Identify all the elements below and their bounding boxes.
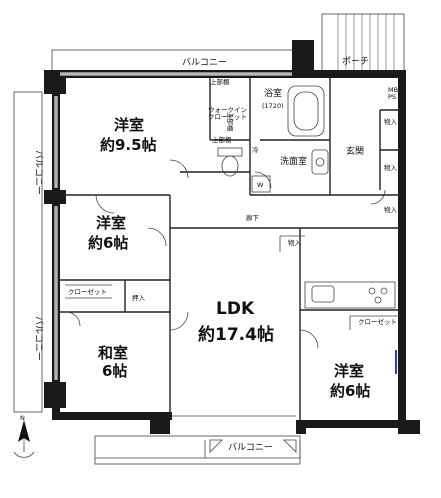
- fridge-mark: 冷: [252, 145, 259, 154]
- room-ldk-size: 約17.4帖: [198, 324, 274, 345]
- upper-shelf-label-2: 上部棚: [212, 135, 232, 144]
- walk-in-closet-label: ウォークインクローゼット: [208, 106, 247, 121]
- bath-size-label: (1720): [262, 102, 284, 110]
- washer-spot: [251, 175, 271, 193]
- windows: [54, 72, 296, 417]
- storage-label-2: 物入: [384, 163, 398, 172]
- room-western-main-name: 洋室: [114, 116, 144, 134]
- closet-left-label: クローゼット: [68, 287, 107, 296]
- door-arcs: [65, 159, 386, 349]
- porch-label: ポーチ: [342, 56, 369, 67]
- bath-label: 浴室: [264, 87, 282, 99]
- room-ldk-name: LDK: [216, 299, 255, 319]
- washroom-label: 洗面室: [280, 155, 307, 167]
- laundry-mark: W: [257, 181, 264, 189]
- room-japanese-size: 6帖: [102, 362, 127, 380]
- closet-right-label: クローゼット: [358, 317, 397, 326]
- compass-label: N: [20, 414, 25, 422]
- washbasin: [311, 149, 329, 175]
- storage-label-1: 物入: [384, 117, 398, 126]
- room-western-main-size: 約9.5帖: [100, 136, 157, 154]
- oshiire-label: 押入: [132, 293, 146, 302]
- room-western-mid-size: 約6帖: [88, 234, 128, 252]
- room-western-right-name: 洋室: [334, 362, 364, 380]
- entrance-label: 玄関: [346, 145, 364, 157]
- upper-shelf-label-1: 上部棚: [210, 77, 230, 86]
- toilet: [217, 147, 243, 177]
- balcony-top-label: バルコニー: [182, 57, 227, 68]
- kitchen-counter: [304, 281, 396, 309]
- compass-icon: [13, 420, 35, 458]
- storage-label-4: 物入: [288, 238, 302, 247]
- upper-shelf-label-3: 上部棚: [226, 112, 235, 132]
- hallway-label: 廊下: [246, 213, 260, 222]
- bathtub: [287, 85, 325, 137]
- room-japanese-name: 和室: [98, 344, 128, 362]
- interior-walls: [60, 78, 400, 420]
- balcony-left-upper-label: バルコニー: [33, 150, 44, 195]
- room-western-right-size: 約6帖: [330, 382, 370, 400]
- stairs-marks: [204, 439, 301, 458]
- room-western-mid-name: 洋室: [96, 214, 126, 232]
- storage-label-3: 物入: [384, 205, 398, 214]
- balcony-left-lower-label: バルコニー: [33, 316, 44, 361]
- balcony-bottom-label: バルコニー: [228, 442, 273, 453]
